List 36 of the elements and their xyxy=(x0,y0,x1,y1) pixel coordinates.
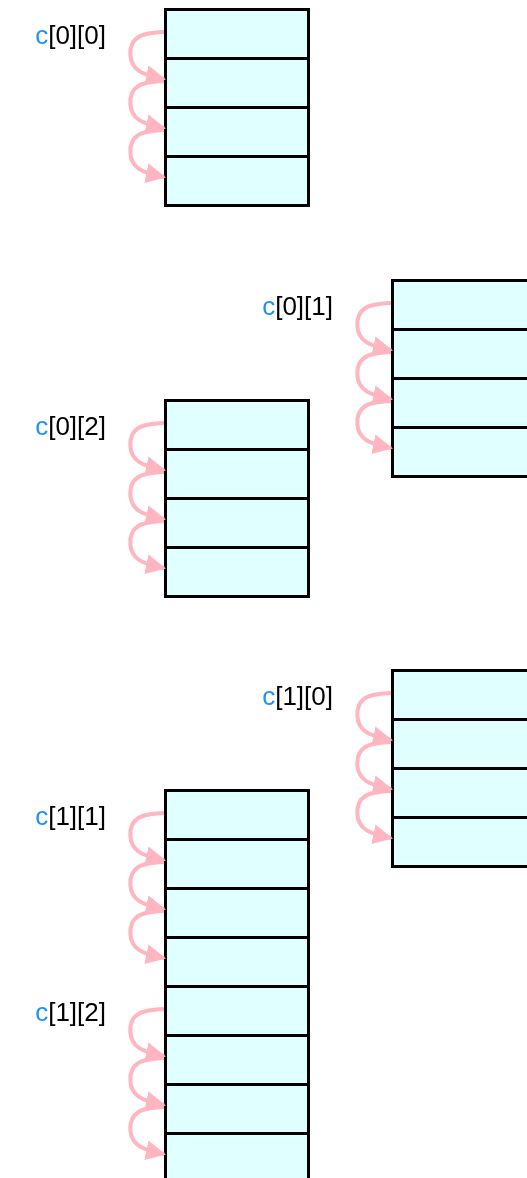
array-cell xyxy=(164,8,310,57)
curved-arrow xyxy=(128,909,166,964)
variable-label: c[1][1] xyxy=(35,801,106,831)
array-cell xyxy=(391,669,527,718)
curved-arrow xyxy=(355,789,393,844)
array-cell xyxy=(391,718,527,767)
array-cell xyxy=(391,816,527,868)
array-cell xyxy=(391,328,527,377)
variable-label: c[0][1] xyxy=(262,291,333,321)
variable-label: c[0][0] xyxy=(35,20,106,50)
array-cell xyxy=(164,985,310,1034)
array-cell xyxy=(391,767,527,816)
array-cell xyxy=(391,279,527,328)
variable-label: c[1][2] xyxy=(35,997,106,1027)
array-cell xyxy=(164,936,310,985)
array-cell xyxy=(164,399,310,448)
array-cell xyxy=(164,57,310,106)
array-cell xyxy=(164,1083,310,1132)
variable-label: c[0][2] xyxy=(35,411,106,441)
array-cell xyxy=(164,497,310,546)
curved-arrow xyxy=(128,519,166,574)
array-cell xyxy=(164,838,310,887)
array-cell xyxy=(164,546,310,598)
array-cell xyxy=(164,448,310,497)
curved-arrow xyxy=(128,128,166,183)
curved-arrow xyxy=(128,1105,166,1160)
array-cell xyxy=(391,377,527,426)
variable-label: c[1][0] xyxy=(262,681,333,711)
array-cell xyxy=(164,106,310,155)
curved-arrow xyxy=(355,399,393,454)
array-cell xyxy=(164,155,310,207)
array-cell xyxy=(164,789,310,838)
array-cell xyxy=(164,887,310,936)
array-cell xyxy=(391,426,527,478)
array-cell xyxy=(164,1034,310,1083)
array-cell xyxy=(164,1132,310,1178)
